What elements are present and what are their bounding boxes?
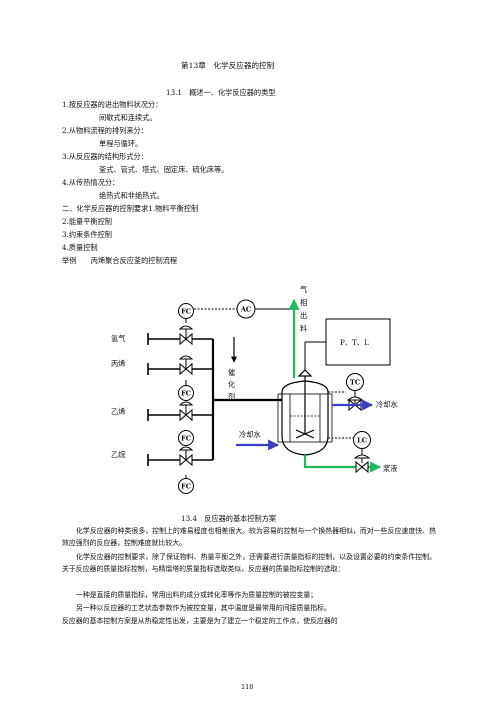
fc-label: FC (181, 483, 191, 491)
inlet-label: 丙烯 (111, 359, 126, 368)
page-number: 118 (241, 683, 254, 691)
outline-item: 3.约束条件控制 (62, 230, 112, 239)
loop-labels: TC LC (350, 379, 367, 445)
instrument-labels: FC FC FC FC AC (181, 306, 251, 491)
inlet-label: 乙烯 (111, 407, 126, 416)
chapter-title: 第13章 化学反应器的控制 (181, 61, 275, 70)
outline-item: 2.从物料流程的排列来分： (62, 126, 148, 135)
tc-circle (346, 373, 364, 391)
outline-item: 2.能量平衡控制 (62, 217, 112, 226)
catalyst-label: 催化剂 (228, 368, 236, 401)
valve-icon (355, 460, 369, 474)
ac-label: AC (240, 306, 251, 314)
ptl-label: P、T、L (340, 338, 369, 347)
lc-circle (353, 431, 371, 449)
outline-item: 单程与循环。 (99, 139, 143, 148)
outline-item: 4.质量控制 (62, 243, 98, 252)
paragraph: 化学反应器的控制要求，除了保证物料、热量平衡之外，还需要进行质量指标的控制，以及… (62, 553, 436, 574)
paragraph: 化学反应器的种类很多，控制上的难易程度也相差很大。较为容易的控制与一个换热器相似… (62, 527, 436, 548)
slurry-outlet (303, 455, 382, 473)
outline-item: 1.按反应器的进出物料状况分： (62, 100, 163, 109)
outline-item: 釜式、管式、塔式、固定床、硫化床等。 (99, 165, 229, 174)
paragraph: 一种是直接的质量指标，常用出料的成分或转化率等作为质量控制的被控变量； (76, 591, 318, 599)
outline-item: 间歇式和连续式。 (99, 113, 157, 122)
outline-item: 4.从传热情况分： (62, 178, 120, 187)
inlet-label: 氢气 (111, 334, 126, 343)
paragraph: 另一种以反应器的工艺状态参数作为被控变量，其中温度是最常用的间接质量指标。 (76, 604, 331, 612)
fc-label: FC (181, 435, 191, 443)
reactor-vessel (277, 369, 333, 456)
paragraph: 反应器的基本控制方案是从热稳定性出发，主要是为了建立一个稳定的工作点，使反应器的 (62, 617, 338, 625)
outline-item: 3.从反应器的结构形式分： (62, 152, 148, 161)
outline-item: 绝热式和非绝热式。 (99, 191, 164, 200)
fc-label: FC (181, 308, 191, 316)
lc-loop (328, 431, 371, 463)
outline-item: 举例 丙烯聚合反应釜的控制流程 (62, 256, 178, 265)
fc-instruments (178, 299, 295, 494)
control-valves (178, 325, 194, 467)
fc-circle (178, 303, 194, 319)
slurry-label: 浆液 (383, 464, 398, 473)
fc-circle (178, 430, 194, 446)
cooling-water-in-label: 冷却水 (239, 430, 261, 439)
section-title: 13.1 概述一、化学反应器的类型 (166, 88, 276, 97)
inlet-label: 乙烷 (111, 450, 126, 459)
lc-label: LC (357, 437, 367, 445)
feed-lines (147, 333, 213, 466)
fc-circle (178, 385, 194, 401)
fc-label: FC (181, 390, 191, 398)
outline-item: 二、化学反应器的控制要求1.物料平衡控制 (62, 204, 199, 213)
section-title: 13.4 反应器的基本控制方案 (181, 514, 277, 523)
fc-circle (178, 478, 194, 494)
tc-label: TC (350, 379, 360, 387)
gas-outlet-label: 气相出料 (300, 285, 308, 333)
cooling-water-out-label: 冷却水 (376, 400, 398, 409)
